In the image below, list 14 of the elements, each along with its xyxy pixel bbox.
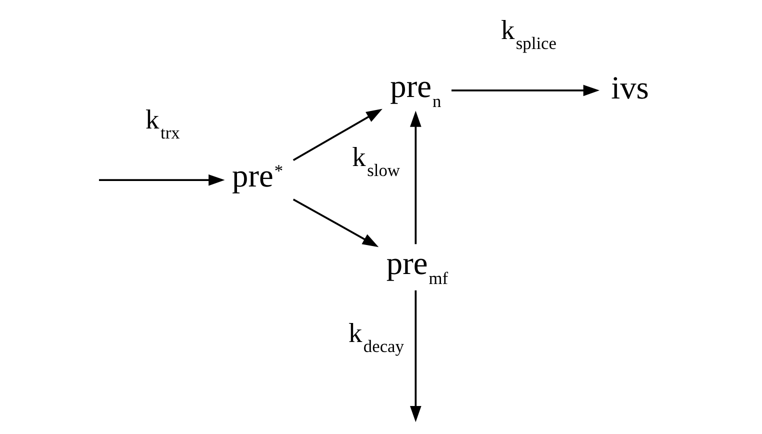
arrow xyxy=(410,110,422,244)
node-text: pre$_{n}$ xyxy=(390,68,442,112)
node-text: ivs xyxy=(611,69,649,106)
arrow xyxy=(99,174,225,186)
edge-label: k$_{slow}$ xyxy=(352,142,400,180)
node-text: pre$^{*}$ xyxy=(232,158,284,194)
edge-label: k$_{trx}$ xyxy=(146,104,180,143)
arrow xyxy=(452,84,600,96)
edge-label: k$_{decay}$ xyxy=(348,318,404,356)
arrow xyxy=(292,108,382,161)
edge-label: k$_{splice}$ xyxy=(500,14,556,53)
arrow xyxy=(292,198,379,248)
arrow xyxy=(410,290,422,422)
node-text: pre$_{mf}$ xyxy=(386,244,448,288)
